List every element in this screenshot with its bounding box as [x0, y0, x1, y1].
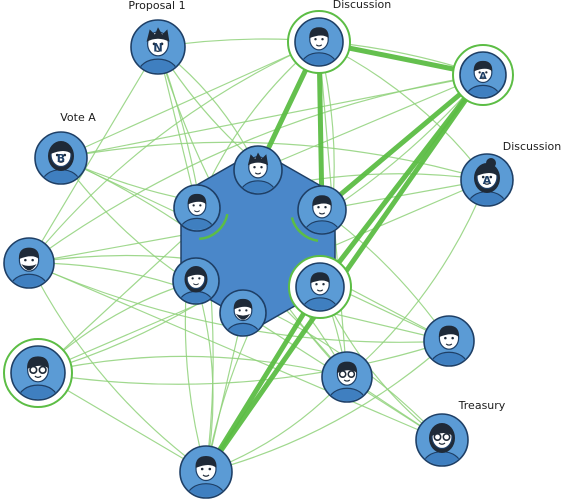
- node-vote[interactable]: B: [34, 131, 88, 196]
- person-icon: [422, 423, 462, 465]
- edge: [60, 41, 320, 159]
- edge: [60, 74, 484, 159]
- node-proposal[interactable]: N: [130, 19, 186, 86]
- avatar-letter: B: [57, 152, 65, 165]
- node-discussion-right-b[interactable]: A: [460, 153, 514, 218]
- edge: [28, 46, 159, 264]
- node-discussion-top[interactable]: [287, 10, 351, 77]
- edge: [60, 141, 488, 181]
- node-hub-right-bot[interactable]: [288, 255, 352, 322]
- node-bottom[interactable]: [179, 445, 233, 500]
- node-left-mid[interactable]: [3, 237, 55, 299]
- highlight-arc: [199, 213, 229, 241]
- person-icon: [225, 298, 261, 335]
- node-left-low[interactable]: [3, 338, 73, 412]
- node-treasury[interactable]: [415, 413, 469, 478]
- person-icon: [467, 158, 507, 205]
- edge: [28, 262, 207, 473]
- edge: [346, 179, 488, 378]
- person-icon: [240, 152, 276, 193]
- node-hub-left-bot[interactable]: [172, 257, 220, 314]
- person-icon: [302, 272, 338, 310]
- avatar-letter: A: [483, 174, 492, 187]
- person-icon: [178, 265, 214, 303]
- edge: [205, 340, 450, 473]
- avatar-letter: N: [153, 41, 163, 55]
- person-icon: [17, 356, 59, 399]
- person-icon: [137, 27, 179, 73]
- node-right-mid[interactable]: [423, 315, 475, 377]
- edge: [37, 340, 450, 385]
- edge: [28, 262, 443, 441]
- avatar-letter: A: [479, 71, 487, 82]
- node-hub-bot[interactable]: [219, 289, 267, 346]
- label-treasury: Treasury: [458, 399, 506, 412]
- highlight-arc: [290, 217, 319, 242]
- node-hub-top[interactable]: [233, 145, 283, 205]
- node-discussion-right-a[interactable]: A: [452, 44, 514, 108]
- label-vote: Vote A: [60, 111, 96, 124]
- label-discussion-top: Discussion: [333, 0, 392, 11]
- label-proposal: Proposal 1: [128, 0, 185, 12]
- person-icon: [430, 325, 468, 365]
- edge: [37, 355, 348, 378]
- label-discussion-right: Discussion: [503, 140, 561, 153]
- edge: [28, 41, 320, 264]
